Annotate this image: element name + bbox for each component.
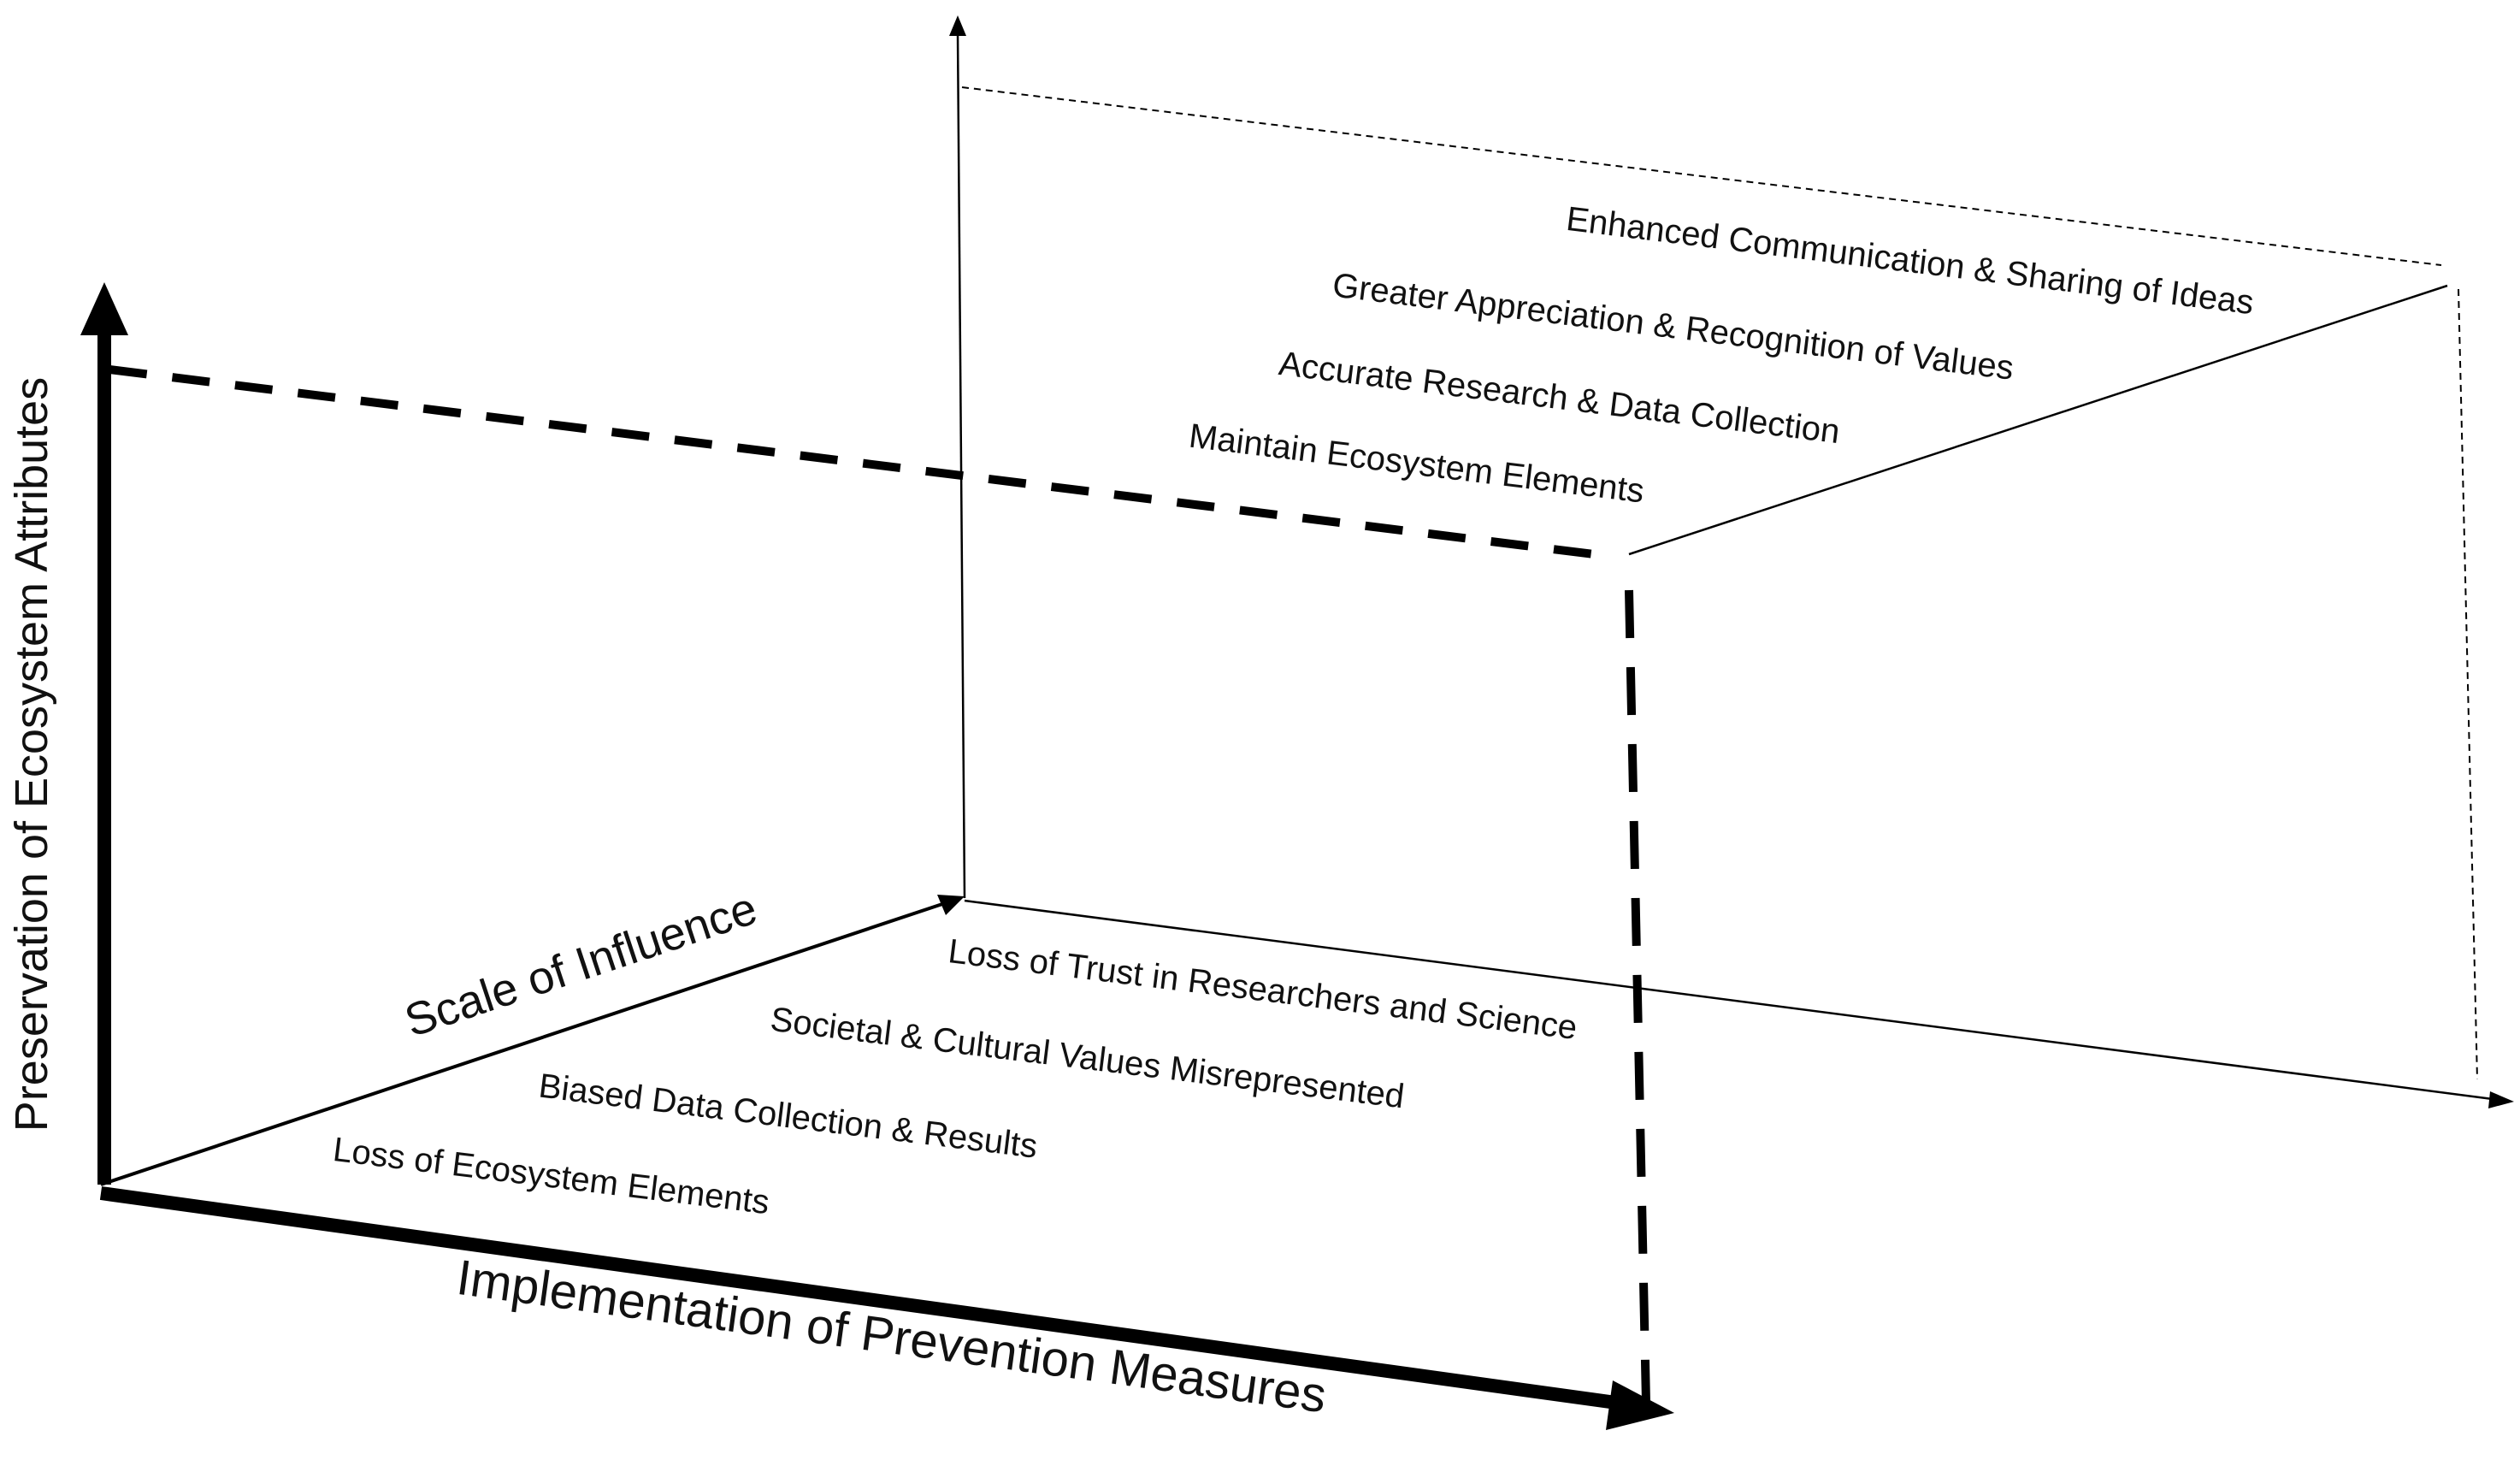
vertical-axis-arrowhead — [80, 282, 128, 335]
depth-axis-arrowhead — [937, 895, 965, 915]
vertical-axis — [80, 282, 128, 1185]
rear-dotted-right — [2458, 288, 2478, 1080]
rear-dotted-top — [961, 86, 2442, 266]
depth-axis — [100, 895, 965, 1186]
negative-outcome-label: Loss of Trust in Researchers and Science — [946, 932, 1579, 1047]
negative-outcome-label: Biased Data Collection & Results — [537, 1067, 1040, 1165]
negative-outcome-label: Societal & Cultural Values Misrepresente… — [769, 1001, 1407, 1116]
negative-outcome-label: Loss of Ecosystem Elements — [331, 1131, 771, 1221]
back-horizontal-axis — [964, 899, 2514, 1108]
rear-diagonal-line — [1628, 284, 2448, 556]
positive-outcome-label: Enhanced Communication & Sharing of Idea… — [1564, 200, 2256, 322]
horizontal-axis-label: Implementation of Prevention Measures — [453, 1250, 1330, 1424]
horizontal-axis-arrowhead — [1606, 1380, 1674, 1430]
back-vertical-axis — [949, 15, 966, 899]
vertical-axis-label: Preservation of Ecosystem Attributes — [6, 377, 57, 1132]
dashed-projection-down — [1625, 589, 1650, 1404]
horizontal-axis — [99, 1186, 1674, 1430]
depth-axis-label: Scale of Influence — [398, 883, 763, 1047]
back-horizontal-axis-arrowhead — [2488, 1091, 2514, 1108]
back-vertical-axis-arrowhead — [949, 15, 966, 36]
positive-outcome-label: Maintain Ecosystem Elements — [1187, 417, 1646, 511]
positive-outcome-label: Accurate Research & Data Collection — [1277, 345, 1842, 451]
